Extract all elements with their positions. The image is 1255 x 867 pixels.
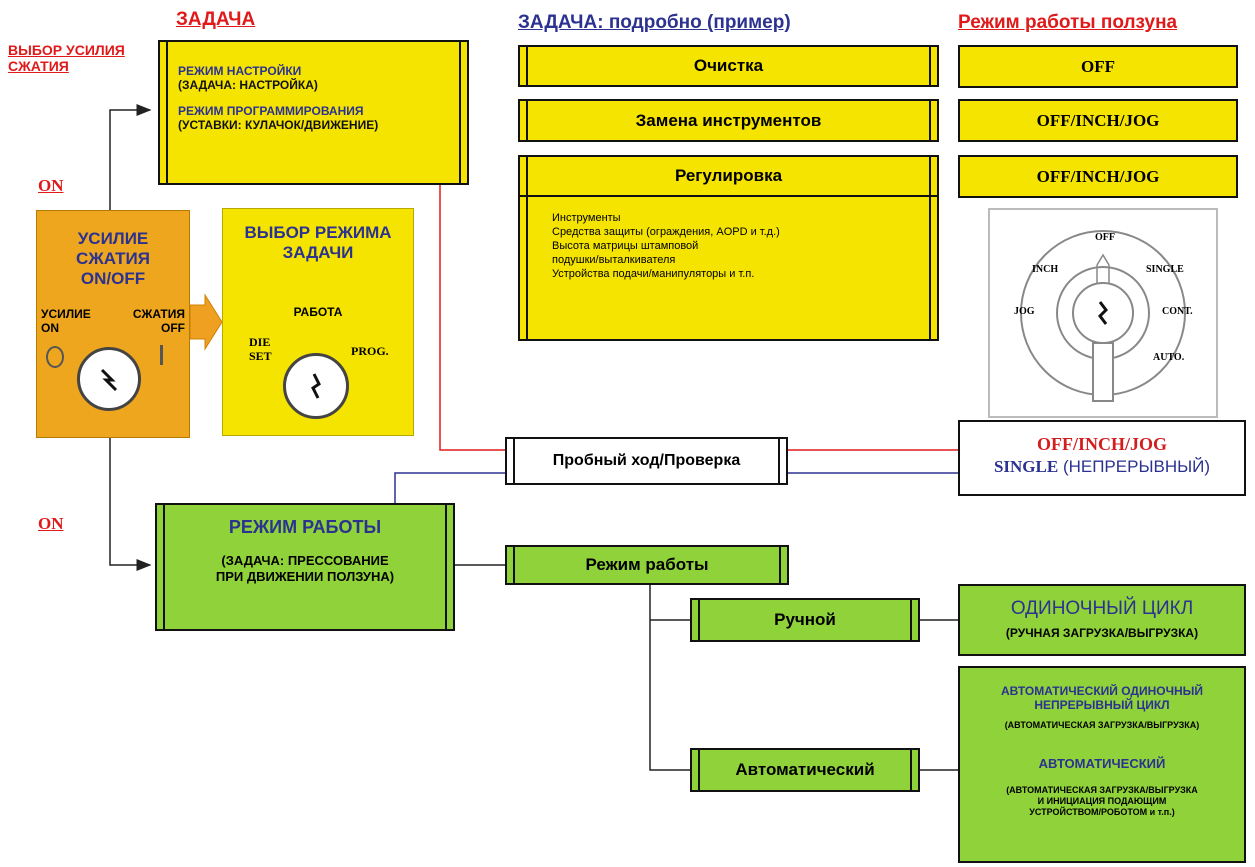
slide-off-inch-jog-box-2: OFF/INCH/JOG — [958, 155, 1238, 198]
connector-force-to-run — [109, 438, 152, 571]
auto-sub: (АВТОМАТИЧЕСКАЯ ЗАГРУЗКА/ВЫГРУЗКА И ИНИЦ… — [1006, 785, 1198, 817]
auto-single-title: АВТОМАТИЧЕСКИЙ ОДИНОЧНЫЙ НЕПРЕРЫВНЫЙ ЦИК… — [1000, 684, 1204, 712]
connector-force-to-setup — [109, 104, 152, 210]
connector-setup-to-trial — [439, 185, 505, 451]
on-circle-icon — [46, 346, 64, 368]
dial-label-off: OFF — [1095, 232, 1115, 243]
header-task-detail: ЗАДАЧА: подробно (пример) — [518, 12, 791, 33]
cleaning-box: Очистка — [518, 45, 939, 87]
force-key-switch[interactable] — [77, 347, 141, 411]
task-select-prog: PROG. — [351, 344, 389, 358]
on-label-bottom: ON — [38, 514, 64, 533]
run-mode-branch-box: Режим работы — [505, 545, 789, 585]
slide-mode-dial-panel: OFF INCH SINGLE JOG CONT. AUTO. — [988, 208, 1218, 418]
adjust-item: Высота матрицы штамповой — [552, 240, 699, 252]
force-panel-title: УСИЛИЕ СЖАТИЯ ON/OFF — [76, 229, 150, 288]
adjust-item: Устройства подачи/манипуляторы и т.п. — [552, 268, 755, 280]
header-task: ЗАДАЧА — [176, 9, 256, 30]
connector-run-to-trial — [394, 472, 505, 503]
connector-branch-tree — [649, 585, 690, 771]
adjust-box: Регулировка Инструменты Средства защиты … — [518, 155, 939, 341]
tool-change-box: Замена инструментов — [518, 99, 939, 142]
auto-title: АВТОМАТИЧЕСКИЙ — [1038, 756, 1166, 771]
dial-label-cont: CONT. — [1162, 306, 1193, 317]
off-bar-icon — [160, 345, 163, 365]
trial-result-line2: SINGLE (НЕПРЕРЫВНЫЙ) — [993, 457, 1211, 476]
key-icon — [311, 373, 321, 399]
orange-arrow — [189, 293, 223, 351]
header-force-select: ВЫБОР УСИЛИЯ СЖАТИЯ — [8, 42, 125, 74]
run-mode-sub: (ЗАДАЧА: ПРЕССОВАНИЕ ПРИ ДВИЖЕНИИ ПОЛЗУН… — [215, 553, 395, 584]
selector-dial[interactable] — [990, 210, 1216, 416]
single-cycle-box: ОДИНОЧНЫЙ ЦИКЛ (РУЧНАЯ ЗАГРУЗКА/ВЫГРУЗКА… — [958, 584, 1246, 656]
run-mode-box: РЕЖИМ РАБОТЫ (ЗАДАЧА: ПРЕССОВАНИЕ ПРИ ДВ… — [155, 503, 455, 631]
task-select-work: РАБОТА — [293, 305, 343, 319]
auto-box: Автоматический — [690, 748, 920, 792]
task-key-switch[interactable] — [283, 353, 349, 419]
adjust-item: Средства защиты (ограждения, AOPD и т.д.… — [552, 226, 780, 238]
on-label-top: ON — [38, 176, 64, 195]
trial-result-line1: OFF/INCH/JOG — [1037, 434, 1167, 454]
trial-result-box: OFF/INCH/JOG SINGLE (НЕПРЕРЫВНЫЙ) — [958, 420, 1246, 496]
manual-box: Ручной — [690, 598, 920, 642]
dial-label-jog: JOG — [1014, 306, 1035, 317]
dial-label-auto: AUTO. — [1153, 352, 1185, 363]
dial-label-inch: INCH — [1032, 264, 1059, 275]
adjust-items: Инструменты Средства защиты (ограждения,… — [552, 211, 780, 281]
task-select-dieset: DIE SET — [249, 335, 272, 363]
force-on-label: УСИЛИЕ ON — [41, 307, 91, 335]
dial-label-single: SINGLE — [1146, 264, 1184, 275]
single-cycle-sub: (РУЧНАЯ ЗАГРУЗКА/ВЫГРУЗКА) — [1005, 626, 1199, 640]
task-select-panel: ВЫБОР РЕЖИМА ЗАДАЧИ РАБОТА DIE SET PROG. — [222, 208, 414, 436]
auto-single-sub: (АВТОМАТИЧЕСКАЯ ЗАГРУЗКА/ВЫГРУЗКА) — [1004, 720, 1200, 730]
slide-off-inch-jog-box-1: OFF/INCH/JOG — [958, 99, 1238, 142]
adjust-item: подушки/выталкивателя — [552, 254, 676, 266]
header-slide-mode: Режим работы ползуна — [958, 12, 1178, 33]
slide-off-box: OFF — [958, 45, 1238, 88]
force-panel: УСИЛИЕ СЖАТИЯ ON/OFF УСИЛИЕ ON СЖАТИЯ OF… — [36, 210, 190, 438]
auto-modes-box: АВТОМАТИЧЕСКИЙ ОДИНОЧНЫЙ НЕПРЕРЫВНЫЙ ЦИК… — [958, 666, 1246, 863]
task-select-title: ВЫБОР РЕЖИМА ЗАДАЧИ — [244, 223, 392, 262]
single-cycle-title: ОДИНОЧНЫЙ ЦИКЛ — [1010, 598, 1194, 619]
force-off-label: СЖАТИЯ OFF — [132, 307, 185, 335]
run-mode-title: РЕЖИМ РАБОТЫ — [228, 517, 382, 537]
key-icon — [100, 368, 118, 392]
adjust-title: Регулировка — [674, 166, 783, 185]
trial-run-box: Пробный ход/Проверка — [505, 437, 788, 485]
setup-mode-box: РЕЖИМ НАСТРОЙКИ (ЗАДАЧА: НАСТРОЙКА) РЕЖИ… — [158, 40, 469, 185]
adjust-item: Инструменты — [552, 212, 621, 224]
setup-mode-text: РЕЖИМ НАСТРОЙКИ (ЗАДАЧА: НАСТРОЙКА) РЕЖИ… — [178, 64, 379, 132]
